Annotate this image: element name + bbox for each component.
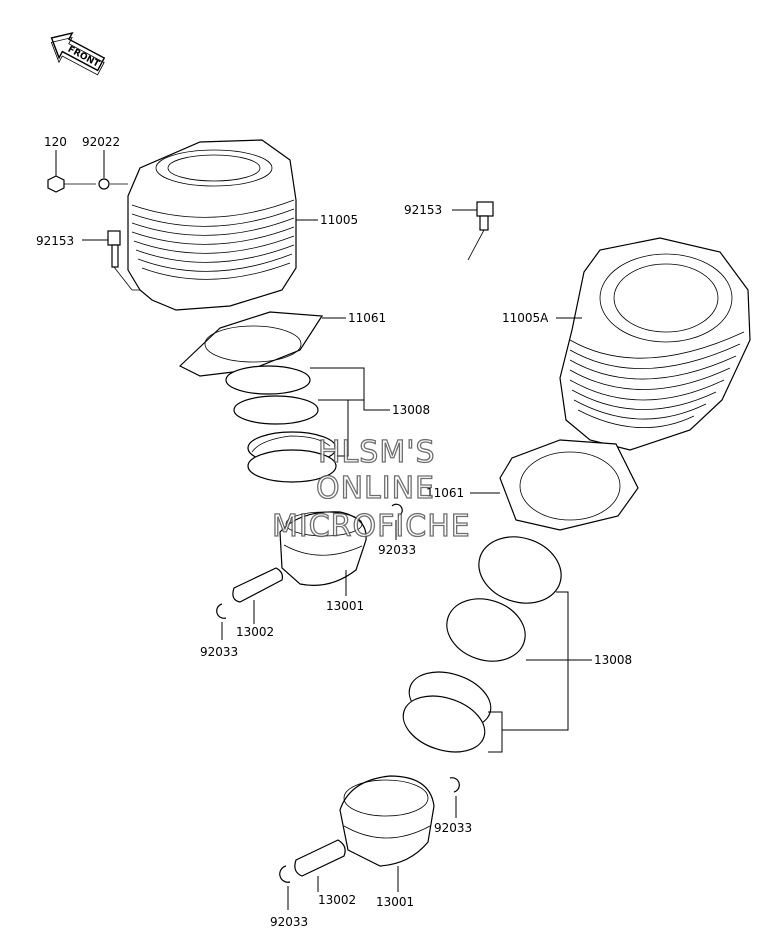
watermark-line-2: ONLINE: [316, 471, 435, 506]
cylinder-11005A: [556, 237, 751, 451]
clip-92033-upper-left: [216, 603, 227, 640]
label-92153-upper: 92153: [36, 234, 74, 248]
gasket-11061-upper: [178, 311, 346, 377]
watermark-line-1: HLSM'S: [318, 435, 436, 470]
label-13008-upper: 13008: [392, 403, 430, 417]
clip-92033-upper-right: [391, 503, 403, 540]
label-92033-lower-right: 92033: [434, 821, 472, 835]
piston-13001-lower: [339, 775, 435, 892]
label-13002-upper: 13002: [236, 625, 274, 639]
washer-92022: [98, 150, 110, 190]
label-92022: 92022: [82, 135, 120, 149]
label-13002-lower: 13002: [318, 893, 356, 907]
stud-92153-lower: [452, 201, 494, 261]
label-11005: 11005: [320, 213, 358, 227]
label-92033-lower-left: 92033: [270, 915, 308, 929]
gasket-11061-lower: [470, 439, 639, 531]
label-11061-lower: 11061: [426, 486, 464, 500]
bolt-120: [47, 150, 96, 193]
label-13001-lower: 13001: [376, 895, 414, 909]
label-11005A: 11005A: [502, 311, 549, 325]
label-13001-upper: 13001: [326, 599, 364, 613]
label-13008-lower: 13008: [594, 653, 632, 667]
watermark-line-3: MICROFICHE: [272, 509, 471, 544]
label-92033-upper-left: 92033: [200, 645, 238, 659]
label-92033-upper-right: 92033: [378, 543, 416, 557]
front-direction-arrow: FRONT: [50, 32, 106, 76]
clip-92033-lower-right: [449, 777, 460, 818]
label-11061-upper: 11061: [348, 311, 386, 325]
rings-13008-upper: [225, 365, 390, 483]
pin-13002-upper: [232, 567, 283, 624]
piston-13001-upper: [279, 511, 367, 596]
pin-13002-lower: [294, 839, 346, 892]
cylinder-11005: [127, 139, 318, 311]
rings-13008-lower: [402, 536, 592, 753]
label-120: 120: [44, 135, 67, 149]
label-92153-lower: 92153: [404, 203, 442, 217]
clip-92033-lower-left: [279, 865, 291, 910]
